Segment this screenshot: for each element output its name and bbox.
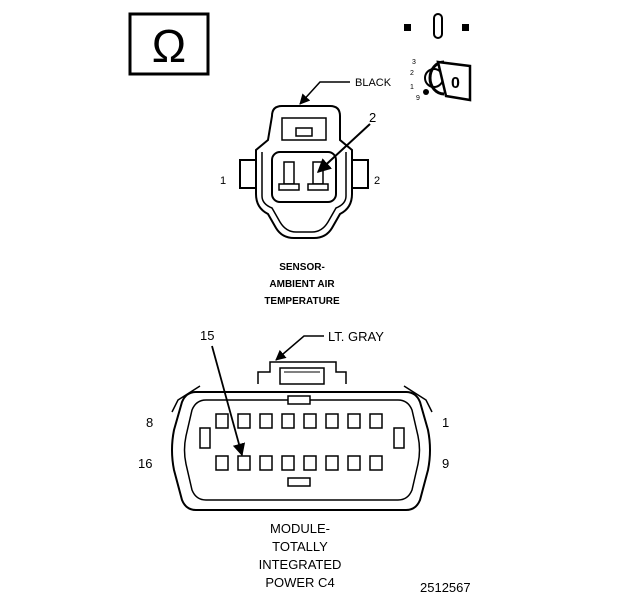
module-connector-caption: MODULE- TOTALLY INTEGRATED POWER C4	[259, 521, 342, 590]
ignition-position-2: 2	[410, 70, 414, 77]
caption-line: TEMPERATURE	[264, 296, 340, 307]
ignition-off-icon: 0 3 2 1 9	[404, 13, 472, 102]
ignition-position-3: 3	[412, 59, 416, 66]
module-callout-pin: 15	[200, 328, 214, 343]
caption-line: POWER C4	[265, 575, 334, 590]
sensor-connector-color-label: BLACK	[355, 77, 392, 89]
ohm-symbol: Ω	[152, 20, 186, 72]
sensor-pin-label-right: 2	[374, 175, 380, 187]
caption-line: TOTALLY	[272, 539, 328, 554]
sensor-connector-caption: SENSOR- AMBIENT AIR TEMPERATURE	[264, 262, 340, 307]
figure-number: 2512567	[420, 580, 471, 595]
ignition-key-icon: 0	[423, 60, 472, 102]
sensor-callout-pin: 2	[369, 110, 376, 125]
caption-line: MODULE-	[270, 521, 330, 536]
sensor-pin-label-left: 1	[220, 175, 226, 187]
module-connector: LT. GRAY	[138, 328, 449, 590]
sensor-connector: BLACK 2 1 2 SENSOR- AMBIENT AIR TE	[220, 77, 392, 307]
module-pin-label-top-left: 8	[146, 415, 153, 430]
sensor-pin-1-terminal	[278, 161, 300, 191]
ignition-position-9: 9	[416, 95, 420, 102]
cavity-row-top	[215, 413, 383, 429]
key-position-label: 0	[451, 75, 460, 92]
caption-line: INTEGRATED	[259, 557, 342, 572]
module-connector-color-label: LT. GRAY	[328, 329, 384, 344]
module-pin-label-top-right: 1	[442, 415, 449, 430]
module-pin-label-bottom-left: 16	[138, 456, 152, 471]
ignition-position-1: 1	[410, 84, 414, 91]
module-pin-label-bottom-right: 9	[442, 456, 449, 471]
caption-line: SENSOR-	[279, 262, 325, 273]
ohmmeter-icon: Ω	[128, 12, 210, 76]
caption-line: AMBIENT AIR	[269, 279, 335, 290]
